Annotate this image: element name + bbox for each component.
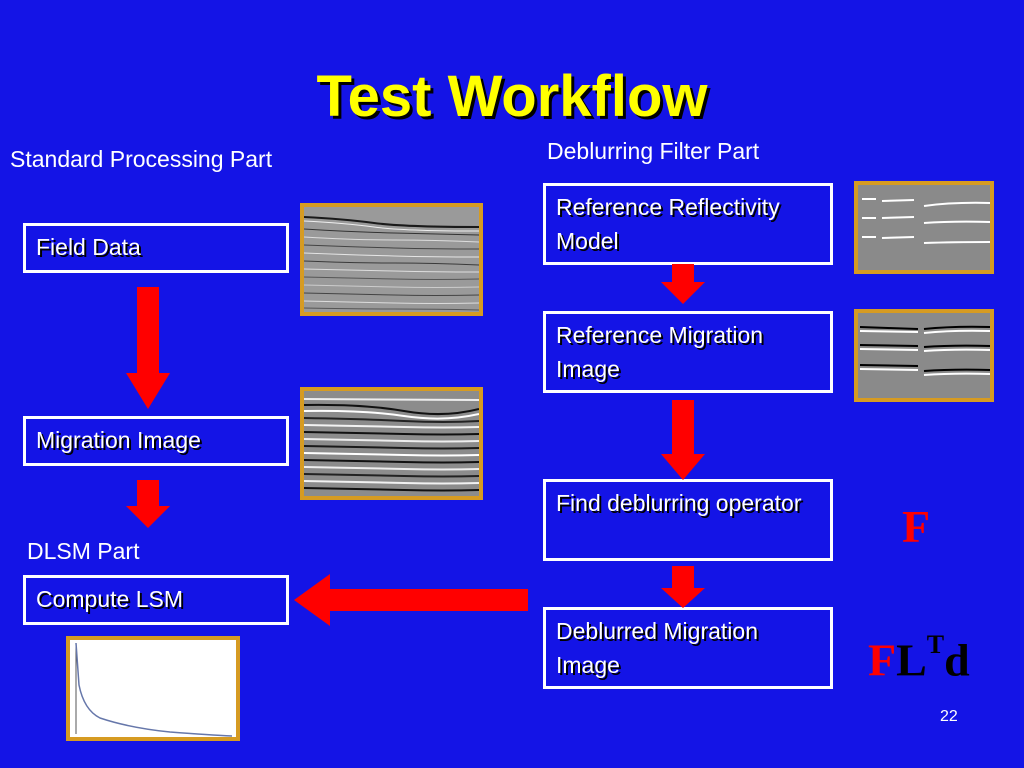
arrow-down-refmig-to-operator [661, 400, 705, 480]
section-label-dlsm: DLSM Part [27, 538, 140, 564]
find-operator-label: Find deblurring operator [556, 490, 802, 516]
arrow-down-migration-to-lsm [126, 480, 170, 528]
reflectivity-model-image [854, 181, 994, 274]
arrow-down-operator-to-deblurred [661, 566, 705, 608]
arrow-left-to-compute-lsm [294, 574, 528, 626]
field-data-label: Field Data [36, 234, 141, 260]
arrow-down-reflectivity-to-refmig [661, 264, 705, 304]
reference-reflectivity-label: Reference Reflectivity Model [556, 194, 780, 254]
reference-migration-label: Reference Migration Image [556, 322, 764, 382]
reference-reflectivity-box: Reference Reflectivity Model [543, 183, 833, 265]
fltd-t: T [926, 630, 945, 659]
section-label-standard: Standard Processing Part [10, 146, 273, 172]
lsm-convergence-curve [66, 636, 240, 741]
operator-f: F [902, 501, 931, 552]
compute-lsm-label: Compute LSM [36, 586, 184, 612]
page-title: Test Workflow [316, 64, 708, 129]
migration-image-box: Migration Image [23, 416, 289, 466]
fltd-d: d [944, 634, 970, 686]
migration-seismic-image [300, 387, 483, 500]
section-label-deblurring: Deblurring Filter Part [547, 138, 760, 164]
deblurred-migration-label: Deblurred Migration Image [556, 618, 758, 678]
page-number: 22 [940, 708, 958, 725]
reference-migration-thumb [854, 309, 994, 402]
fltd-l: L [896, 634, 927, 686]
arrow-down-field-to-migration [126, 287, 170, 409]
field-data-box: Field Data [23, 223, 289, 273]
fltd-expression: FLTd [868, 626, 970, 685]
reference-migration-box: Reference Migration Image [543, 311, 833, 393]
fltd-f: F [868, 634, 897, 686]
field-data-seismic-image [300, 203, 483, 316]
compute-lsm-box: Compute LSM [23, 575, 289, 625]
deblurred-migration-box: Deblurred Migration Image [543, 607, 833, 689]
find-operator-box: Find deblurring operator [543, 479, 833, 561]
migration-image-label: Migration Image [36, 427, 201, 453]
